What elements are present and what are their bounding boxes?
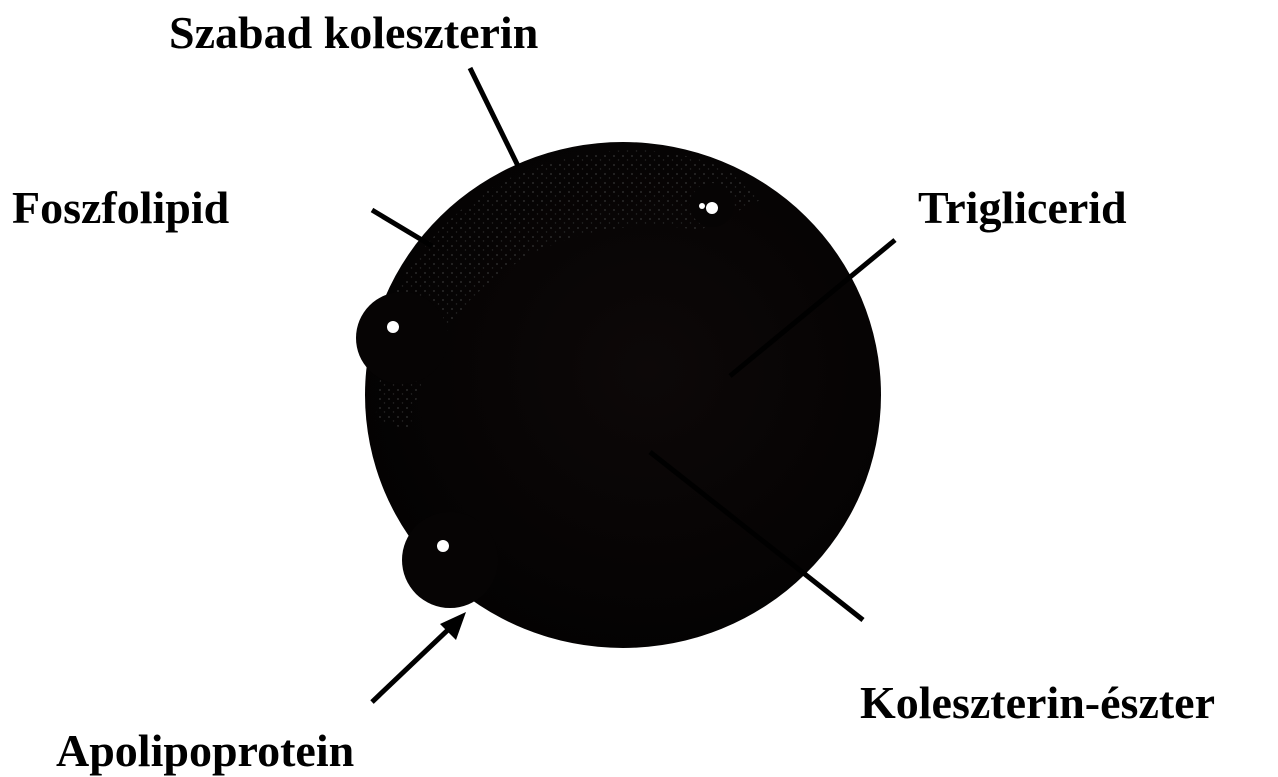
label-phospholipid: Foszfolipid bbox=[12, 185, 229, 231]
label-cholesterol-ester: Koleszterin-észter bbox=[860, 680, 1215, 726]
highlight-upper-left bbox=[387, 321, 399, 333]
apolipoprotein-bulge-lower bbox=[402, 512, 498, 608]
label-apolipoprotein: Apolipoprotein bbox=[56, 728, 354, 774]
label-triglyceride: Triglicerid bbox=[918, 185, 1127, 231]
highlight-top-right-2 bbox=[699, 203, 705, 209]
leader-line-apolipoprotein bbox=[372, 626, 452, 702]
leader-line-free-cholesterol bbox=[470, 68, 518, 166]
highlight-lower-left bbox=[437, 540, 449, 552]
highlight-top-right bbox=[706, 202, 718, 214]
apolipoprotein-bulge-upper bbox=[356, 292, 448, 384]
label-free-cholesterol: Szabad koleszterin bbox=[169, 10, 538, 56]
leader-line-phospholipid bbox=[372, 210, 432, 246]
